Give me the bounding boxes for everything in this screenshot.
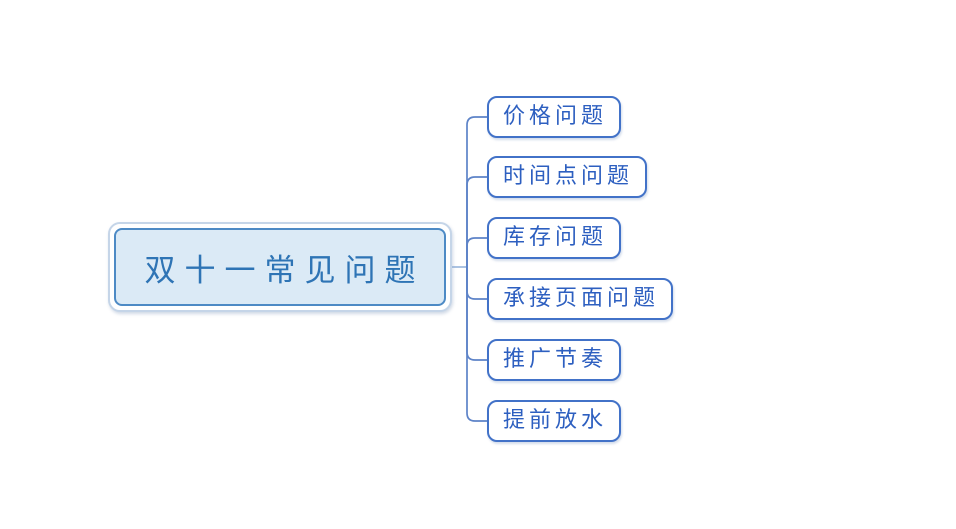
branch-connector-3 <box>466 237 487 267</box>
branch-connector-4 <box>466 267 487 300</box>
branch-connector-5 <box>466 267 487 361</box>
topic-node-early-release[interactable]: 提前放水 <box>487 400 622 442</box>
root-topic-node[interactable]: 双十一常见问题 <box>114 228 446 306</box>
branch-connector-6 <box>466 267 487 422</box>
root-topic-label: 双十一常见问题 <box>144 252 425 289</box>
topic-node-promotion-rhythm[interactable]: 推广节奏 <box>487 339 622 381</box>
topic-node-timing[interactable]: 时间点问题 <box>487 156 648 198</box>
branch-connector-1 <box>466 116 487 267</box>
branch-connector-2 <box>466 176 487 267</box>
topic-node-inventory[interactable]: 库存问题 <box>487 217 622 259</box>
topic-node-price[interactable]: 价格问题 <box>487 96 622 138</box>
root-node-selection-ring: 双十一常见问题 <box>108 222 452 312</box>
topic-node-landing-page[interactable]: 承接页面问题 <box>487 278 674 320</box>
